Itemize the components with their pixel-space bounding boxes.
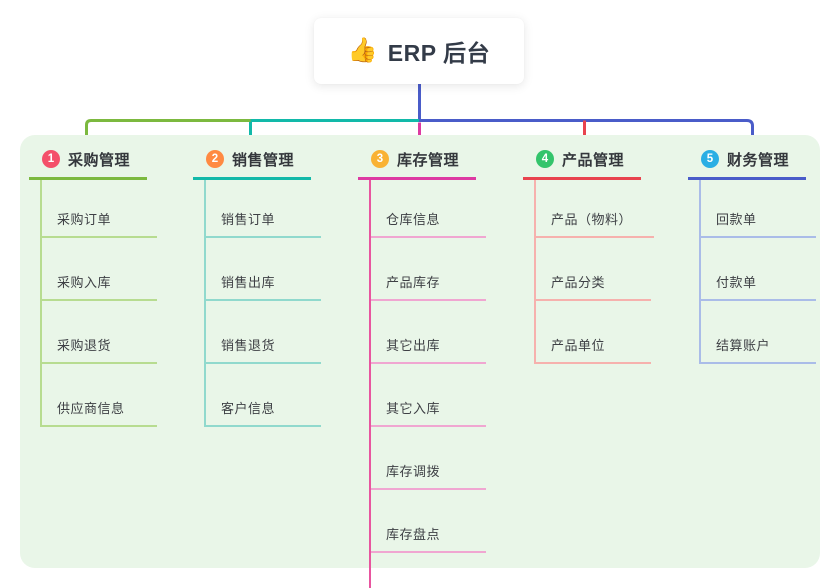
branch-header-finance[interactable]: 5 财务管理: [688, 141, 806, 180]
branch-number-badge: 3: [371, 150, 389, 168]
child-node[interactable]: 供应商信息: [42, 364, 157, 427]
child-node[interactable]: 产品库存: [371, 238, 486, 301]
branch-purchase: 1 采购管理 采购订单采购入库采购退货供应商信息: [29, 141, 157, 427]
root-title: ERP 后台: [387, 40, 491, 66]
child-node[interactable]: 其它入库: [371, 364, 486, 427]
branch-title: 产品管理: [562, 151, 625, 169]
branch-sales: 2 销售管理 销售订单销售出库销售退货客户信息: [193, 141, 321, 427]
branch-header-product[interactable]: 4 产品管理: [523, 141, 641, 180]
branch-number-badge: 2: [206, 150, 224, 168]
branch-finance: 5 财务管理 回款单付款单结算账户: [688, 141, 816, 364]
branch-children-purchase: 采购订单采购入库采购退货供应商信息: [40, 180, 157, 427]
child-node[interactable]: 付款单: [701, 238, 816, 301]
child-node[interactable]: 销售出库: [206, 238, 321, 301]
child-node[interactable]: 结算账户: [701, 301, 816, 364]
branch-title: 财务管理: [727, 151, 790, 169]
branch-number-badge: 5: [701, 150, 719, 168]
branch-title: 采购管理: [68, 151, 131, 169]
branches-panel: [20, 135, 820, 568]
branch-header-purchase[interactable]: 1 采购管理: [29, 141, 147, 180]
branch-title: 销售管理: [232, 151, 295, 169]
branch-title: 库存管理: [397, 151, 460, 169]
root-node[interactable]: 👍 ERP 后台: [314, 18, 524, 84]
child-node[interactable]: 销售退货: [206, 301, 321, 364]
child-node[interactable]: 采购退货: [42, 301, 157, 364]
child-node[interactable]: 客户信息: [206, 364, 321, 427]
child-node[interactable]: 回款单: [701, 180, 816, 238]
child-node[interactable]: 采购订单: [42, 180, 157, 238]
child-node[interactable]: 销售订单: [206, 180, 321, 238]
branch-header-inventory[interactable]: 3 库存管理: [358, 141, 476, 180]
child-node[interactable]: 产品单位: [536, 301, 651, 364]
thumbs-up-icon: 👍: [347, 37, 378, 64]
branch-header-sales[interactable]: 2 销售管理: [193, 141, 311, 180]
branch-number-badge: 4: [536, 150, 554, 168]
branch-number-badge: 1: [42, 150, 60, 168]
child-node[interactable]: 出库库明细: [371, 553, 486, 588]
child-node[interactable]: 库存调拨: [371, 427, 486, 490]
branch-children-finance: 回款单付款单结算账户: [699, 180, 816, 364]
child-node[interactable]: 库存盘点: [371, 490, 486, 553]
branch-children-sales: 销售订单销售出库销售退货客户信息: [204, 180, 321, 427]
child-node[interactable]: 仓库信息: [371, 180, 486, 238]
branch-children-product: 产品（物料）产品分类产品单位: [534, 180, 655, 364]
branch-inventory: 3 库存管理 仓库信息产品库存其它出库其它入库库存调拨库存盘点出库库明细: [358, 141, 486, 588]
child-node[interactable]: 产品分类: [536, 238, 651, 301]
branch-children-inventory: 仓库信息产品库存其它出库其它入库库存调拨库存盘点出库库明细: [369, 180, 486, 588]
child-node[interactable]: 产品（物料）: [536, 180, 655, 238]
child-node[interactable]: 采购入库: [42, 238, 157, 301]
branch-product: 4 产品管理 产品（物料）产品分类产品单位: [523, 141, 655, 364]
child-node[interactable]: 其它出库: [371, 301, 486, 364]
